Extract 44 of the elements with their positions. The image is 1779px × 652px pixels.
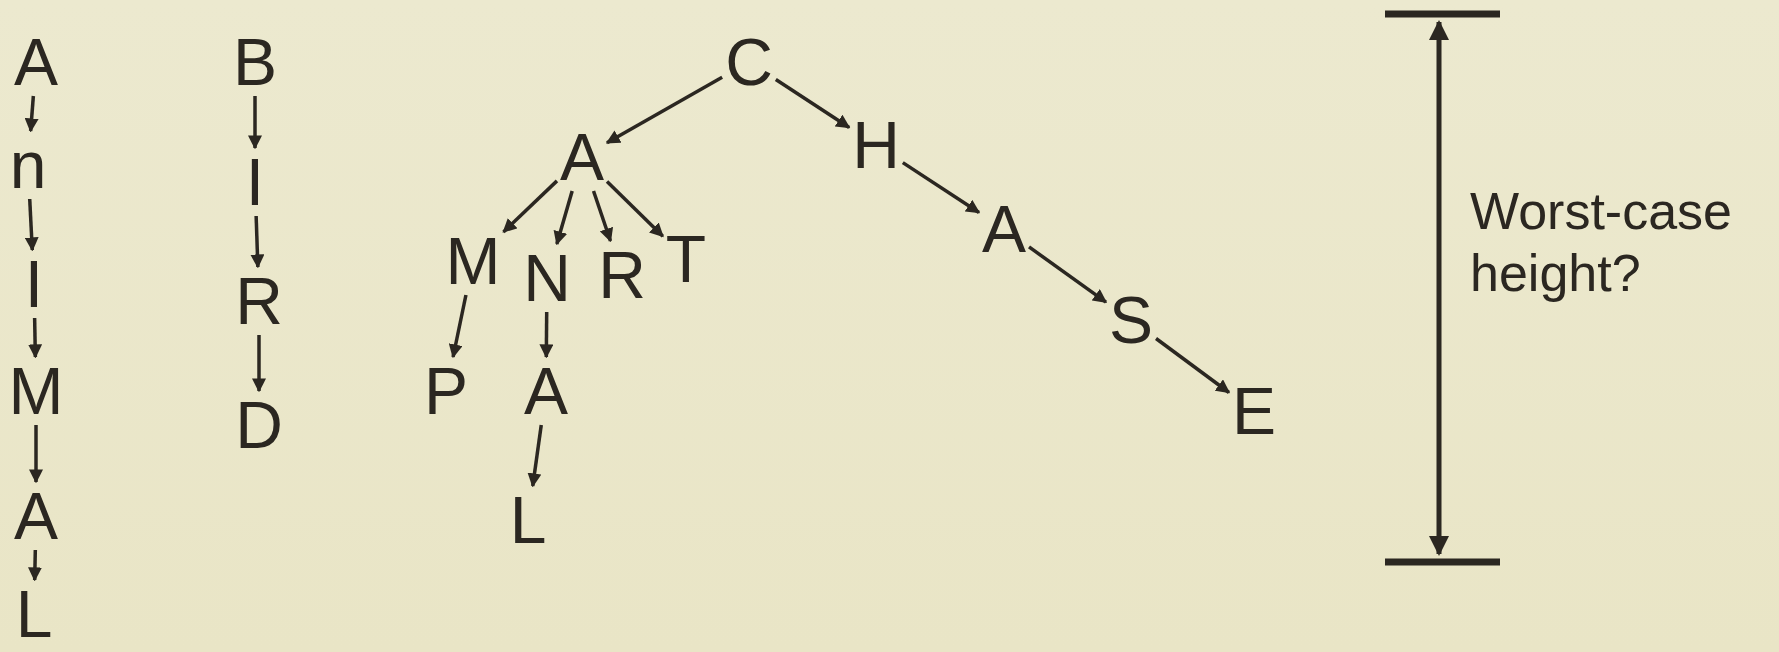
arrow	[591, 190, 614, 243]
tree-letter: I	[245, 149, 265, 215]
arrow	[29, 425, 43, 484]
arrow	[250, 215, 265, 269]
tree-letter: R	[235, 268, 283, 334]
tree-letter: B	[233, 29, 277, 95]
arrow	[248, 96, 262, 150]
tree-letter: L	[509, 487, 547, 553]
tree-letter: n	[9, 132, 47, 198]
arrow	[502, 179, 559, 234]
arrow	[1154, 337, 1231, 394]
arrow	[28, 317, 43, 359]
arrow	[539, 312, 554, 359]
tree-letter: S	[1109, 287, 1153, 353]
tree-letter: A	[14, 483, 58, 549]
arrow	[252, 335, 266, 393]
arrow	[27, 549, 42, 582]
tree-letter: H	[852, 112, 900, 178]
arrow	[527, 424, 543, 488]
tree-letter: M	[8, 358, 64, 424]
tree-letter: D	[235, 392, 283, 458]
tree-letter: A	[524, 358, 568, 424]
arrow	[24, 95, 39, 133]
tree-letter: A	[560, 124, 604, 190]
tree-letter: T	[665, 226, 707, 292]
arrow	[605, 75, 724, 145]
tree-letter: M	[445, 228, 501, 294]
arrow	[24, 198, 39, 252]
tree-letter: A	[982, 196, 1026, 262]
tree-letter: C	[725, 29, 773, 95]
arrow	[774, 78, 851, 129]
arrow	[901, 161, 981, 215]
tree-letter: I	[24, 251, 44, 317]
dimension-label: Worst-case height?	[1470, 181, 1733, 305]
arrow	[448, 294, 468, 359]
tree-letter: L	[15, 581, 53, 647]
tree-letter: P	[424, 358, 468, 424]
tree-letter: R	[598, 242, 646, 308]
arrow	[1028, 245, 1108, 304]
tree-letter: N	[523, 245, 571, 311]
arrow	[553, 190, 574, 246]
tree-letter: A	[14, 29, 58, 95]
tree-letter: E	[1232, 378, 1276, 444]
arrow	[605, 180, 665, 238]
